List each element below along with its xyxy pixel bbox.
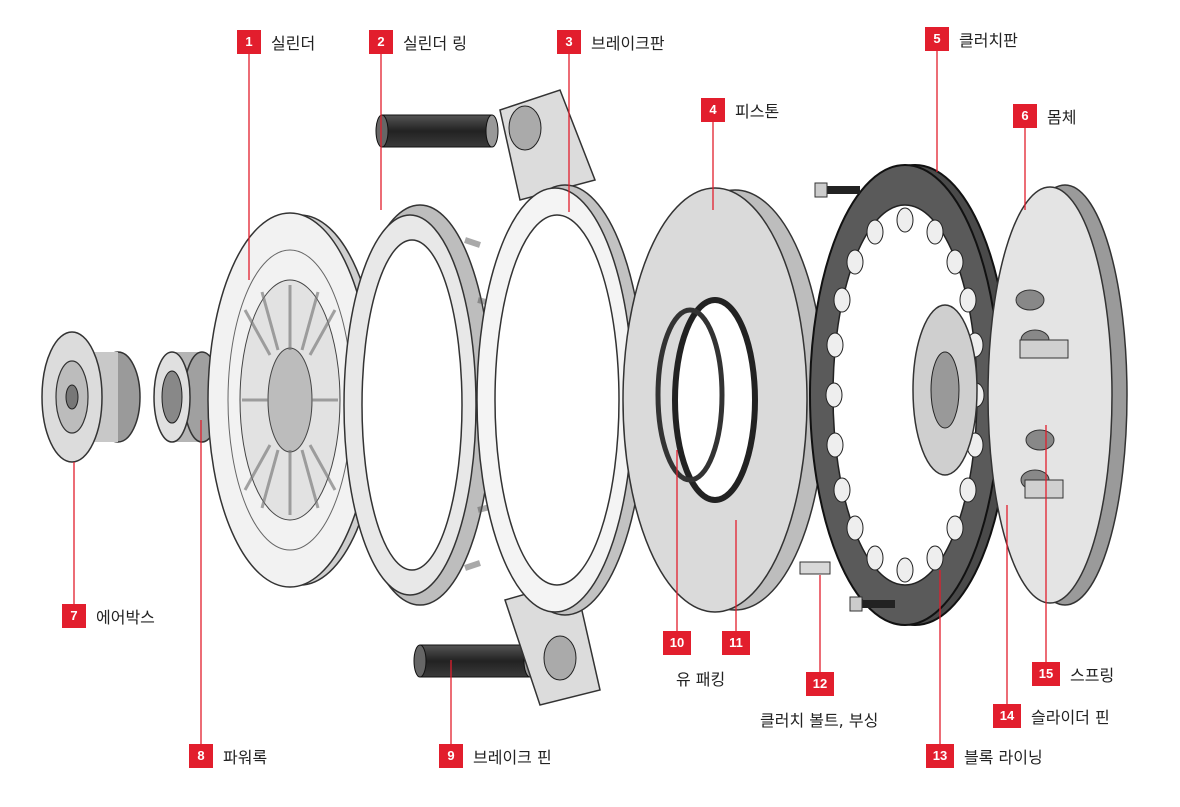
part-number-badge: 6	[1013, 104, 1037, 128]
part-label-4: 4 피스톤	[701, 98, 779, 122]
part-name: 피스톤	[735, 102, 780, 121]
clutch-bolt-part	[799, 182, 895, 612]
body-part	[912, 184, 1128, 606]
part-label-10: 10	[663, 631, 691, 655]
part-number-badge: 12	[806, 672, 834, 696]
part-number-badge: 9	[439, 744, 463, 768]
leader-lines	[73, 51, 1047, 744]
part-label-1: 1 실린더	[237, 30, 315, 54]
part-name: 에어박스	[96, 608, 155, 627]
part-label-5: 5 클러치판	[925, 27, 1018, 51]
part-label-7: 7 에어박스	[62, 604, 155, 628]
clutch-bolt-label: 클러치 볼트, 부싱	[760, 711, 879, 730]
cylinder-part	[207, 212, 381, 588]
part-label-8: 8 파워록	[189, 744, 267, 768]
part-number-badge: 15	[1032, 662, 1060, 686]
brake-plate-part	[476, 89, 646, 706]
part-label-14: 14 슬라이더 핀	[993, 704, 1110, 728]
part-number-badge: 13	[926, 744, 954, 768]
part-name: 브레이크 핀	[473, 748, 552, 767]
part-label-2: 2 실린더 링	[369, 30, 467, 54]
part-number-badge: 10	[663, 631, 691, 655]
part-number-badge: 4	[701, 98, 725, 122]
part-number-badge: 5	[925, 27, 949, 51]
part-number-badge: 14	[993, 704, 1021, 728]
part-number-badge: 3	[557, 30, 581, 54]
part-label-6: 6 몸체	[1013, 104, 1076, 128]
part-number-badge: 2	[369, 30, 393, 54]
part-name: 슬라이더 핀	[1031, 708, 1110, 727]
part-name: 브레이크판	[591, 34, 665, 53]
part-number-badge: 7	[62, 604, 86, 628]
part-name: 파워록	[223, 748, 268, 767]
part-label-15: 15 스프링	[1032, 662, 1114, 686]
part-name: 스프링	[1070, 666, 1115, 685]
part-name: 실린더	[271, 34, 316, 53]
part-name: 클러치판	[959, 31, 1018, 50]
part-label-3: 3 브레이크판	[557, 30, 665, 54]
part-name: 몸체	[1047, 108, 1077, 127]
part-name: 실린더 링	[403, 34, 467, 53]
part-name: 블록 라이닝	[964, 748, 1043, 767]
part-number-badge: 1	[237, 30, 261, 54]
part-number-badge: 8	[189, 744, 213, 768]
part-label-11: 11	[722, 631, 750, 655]
part-label-13: 13 블록 라이닝	[926, 744, 1043, 768]
part-label-9: 9 브레이크 핀	[439, 744, 552, 768]
oil-packing-label: 유 패킹	[676, 670, 726, 689]
clutch-plate-part	[809, 164, 1011, 626]
air-box-part	[41, 331, 141, 463]
part-number-badge: 11	[722, 631, 750, 655]
cylinder-ring-part	[343, 204, 501, 606]
piston-part	[622, 187, 826, 613]
part-label-12: 12	[806, 672, 834, 696]
